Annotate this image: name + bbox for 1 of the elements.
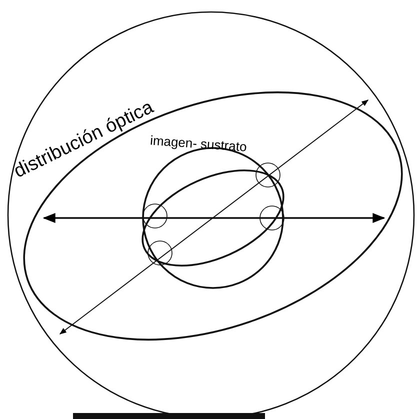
region-label: imagen- sustrato: [149, 132, 248, 156]
